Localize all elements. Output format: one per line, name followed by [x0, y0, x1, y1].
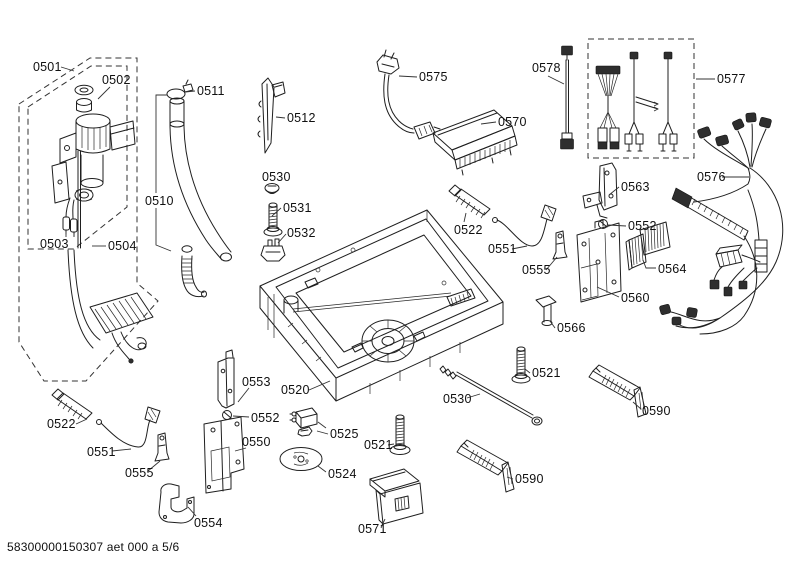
part-0530-cap [264, 183, 280, 194]
part-label-0522-left: 0522 [47, 417, 76, 431]
part-label-0575: 0575 [419, 70, 448, 84]
part-0563-bracket [582, 162, 618, 219]
part-label-0524: 0524 [328, 467, 357, 481]
part-label-0511: 0511 [197, 84, 225, 98]
part-0550-bracket [203, 416, 245, 494]
part-label-0552-right: 0552 [628, 219, 657, 233]
part-label-0571: 0571 [358, 522, 387, 536]
part-0555-latch-top [552, 230, 568, 260]
part-0575-power-cord [376, 49, 441, 140]
part-label-0502: 0502 [102, 73, 131, 87]
leader-lines [60, 66, 749, 529]
part-0512-bracket [257, 77, 286, 154]
part-0551-wire-top [492, 204, 557, 247]
part-label-0555-top: 0555 [522, 263, 551, 277]
part-0555-latch-left [154, 432, 170, 462]
part-0554-bent-bracket [158, 483, 195, 524]
part-label-0503: 0503 [40, 237, 69, 251]
part-0564-terminal-block [625, 221, 671, 271]
part-0503-connectors [62, 197, 78, 237]
part-label-0590-right: 0590 [642, 404, 671, 418]
part-label-0521-bottom: 0521 [364, 438, 393, 452]
part-0510-drain-hose [169, 97, 232, 298]
part-label-0512: 0512 [287, 111, 316, 125]
part-0530-rod [439, 365, 543, 426]
part-label-0530-top: 0530 [262, 170, 291, 184]
part-label-0576: 0576 [697, 170, 726, 184]
part-0524-disc [279, 447, 323, 471]
part-label-0560: 0560 [621, 291, 650, 305]
part-0552-clip-left [222, 410, 232, 420]
part-0570-control-module [432, 109, 518, 176]
part-label-0554: 0554 [194, 516, 223, 530]
part-0521-screw-bottom [389, 414, 411, 455]
assembly-boundary-0501 [18, 57, 159, 382]
part-0553-bracket [217, 349, 235, 409]
part-0566-standoff [535, 295, 557, 326]
part-0571-box [369, 468, 424, 525]
part-label-0551-left: 0551 [87, 445, 116, 459]
part-0560-bracket-plate [576, 219, 622, 303]
part-label-0590-bottom: 0590 [515, 472, 544, 486]
part-label-0504: 0504 [108, 239, 137, 253]
assembly-boundary-0577 [587, 38, 695, 159]
document-code: 58300000150307 aet 000 a 5/6 [7, 540, 180, 554]
part-0522-strip-top [448, 184, 491, 219]
part-label-0555-left: 0555 [125, 466, 154, 480]
part-label-0577: 0577 [717, 72, 746, 86]
part-label-0501: 0501 [33, 60, 62, 74]
part-0501-aquastop-valve [67, 249, 154, 364]
part-0522-strip-left [51, 388, 93, 420]
part-0577-harness-set [595, 51, 678, 152]
part-label-0520: 0520 [281, 383, 310, 397]
part-0511-hose-clamp [166, 79, 194, 100]
part-label-0551-top: 0551 [488, 242, 517, 256]
part-label-0521-right: 0521 [532, 366, 561, 380]
part-label-0578: 0578 [532, 61, 561, 75]
part-0521-screw-right [511, 346, 531, 384]
part-0590-rail-right [588, 364, 647, 418]
part-label-0564: 0564 [658, 262, 687, 276]
part-label-0531: 0531 [283, 201, 312, 215]
part-label-0563: 0563 [621, 180, 650, 194]
part-0520-base-pan [259, 209, 504, 402]
part-label-0550: 0550 [242, 435, 271, 449]
part-label-0566: 0566 [557, 321, 586, 335]
part-0532-foot [260, 238, 286, 262]
part-0525-block [289, 407, 318, 437]
part-label-0522-top: 0522 [454, 223, 483, 237]
part-0551-wire-left [96, 406, 161, 448]
part-label-0552-left: 0552 [251, 411, 280, 425]
part-0576-wiring-harness [659, 112, 784, 335]
part-0578-cable [560, 45, 574, 150]
part-0531-screw [263, 202, 283, 237]
part-label-0510: 0510 [145, 194, 174, 208]
part-label-0570: 0570 [498, 115, 527, 129]
part-0590-rail-bottom [456, 439, 515, 493]
part-label-0530-bottom: 0530 [443, 392, 472, 406]
part-label-0553: 0553 [242, 375, 271, 389]
part-label-0525: 0525 [330, 427, 359, 441]
part-label-0532: 0532 [287, 226, 316, 240]
part-0501-inlet-valve-assembly [51, 84, 136, 249]
